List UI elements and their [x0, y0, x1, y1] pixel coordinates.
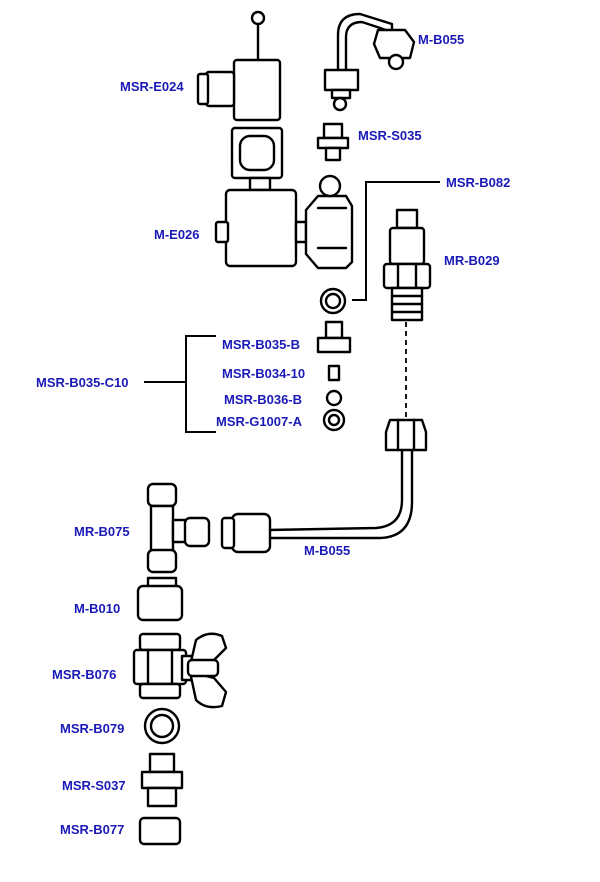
label-msr-b082: MSR-B082 [446, 175, 510, 190]
part-msr-b077-nut [138, 816, 182, 846]
part-msr-b036-b [325, 389, 343, 407]
label-mr-b029: MR-B029 [444, 253, 500, 268]
part-mr-b075-tee [146, 482, 211, 574]
label-m-e026: M-E026 [154, 227, 200, 242]
label-msr-b077: MSR-B077 [60, 822, 124, 837]
part-msr-b035-b [316, 320, 352, 354]
part-msr-s035 [316, 122, 350, 162]
label-m-b055-top: M-B055 [418, 32, 464, 47]
part-msr-s037 [140, 752, 184, 808]
part-coil-face [230, 126, 284, 180]
label-msr-s035: MSR-S035 [358, 128, 422, 143]
label-msr-b036-b: MSR-B036-B [224, 392, 302, 407]
bracket-msr-b035-c10 [185, 335, 216, 433]
part-m-b055-bottom-tube [220, 418, 428, 554]
label-msr-b076: MSR-B076 [52, 667, 116, 682]
part-msr-b082-ring [319, 287, 347, 315]
label-mr-b075: MR-B075 [74, 524, 130, 539]
label-msr-g1007-a: MSR-G1007-A [216, 414, 303, 429]
part-msr-g1007-a [322, 408, 346, 432]
part-m-b055-top-tube [323, 12, 416, 112]
label-msr-e024: MSR-E024 [120, 79, 184, 94]
label-msr-b035-c10: MSR-B035-C10 [36, 375, 128, 390]
label-m-b055-bottom: M-B055 [304, 543, 350, 558]
part-msr-b034-10 [327, 364, 341, 382]
part-m-e026-valve [214, 174, 354, 270]
label-msr-b079: MSR-B079 [60, 721, 124, 736]
part-msr-b076-valve [132, 632, 228, 709]
leader-msr-b082 [352, 181, 440, 301]
part-msr-b079-ring [143, 707, 181, 745]
label-msr-b035-b: MSR-B035-B [222, 337, 300, 352]
part-msr-e024-connector [196, 10, 282, 122]
label-m-b010: M-B010 [74, 601, 120, 616]
label-msr-s037: MSR-S037 [62, 778, 126, 793]
part-m-b010-nut [136, 576, 184, 622]
label-msr-b034-10: MSR-B034-10 [222, 366, 305, 381]
part-mr-b029-sensor [382, 208, 432, 322]
